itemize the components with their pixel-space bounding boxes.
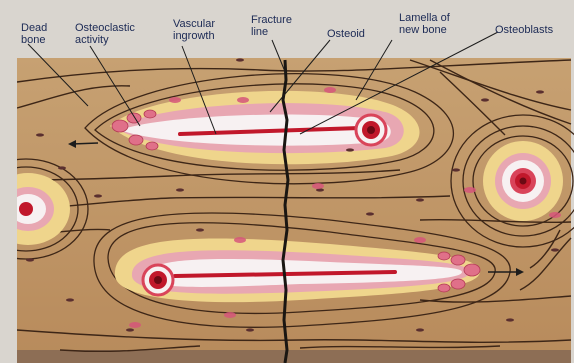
label-dead-bone: Dead bone: [21, 22, 47, 46]
label-osteoblasts-text: Osteoblasts: [495, 24, 553, 36]
left-margin: [0, 58, 17, 363]
label-vascular-ingrowth: Vascular ingrowth: [173, 18, 215, 42]
label-lamella-line1: Lamella of: [399, 12, 450, 24]
left-osteon-vessel: [19, 202, 33, 216]
label-lamella-line2: new bone: [399, 24, 450, 36]
label-osteoid-text: Osteoid: [327, 28, 365, 40]
label-fracture-line1: Fracture: [251, 14, 292, 26]
right-osteon-vessel-core: [520, 178, 527, 185]
label-dead-bone-line1: Dead: [21, 22, 47, 34]
label-osteoclastic-line2: activity: [75, 34, 135, 46]
label-fracture-line2: line: [251, 26, 292, 38]
label-osteoblasts: Osteoblasts: [495, 24, 553, 36]
lower-vessel-core: [154, 276, 162, 284]
label-osteoclastic-activity: Osteoclastic activity: [75, 22, 135, 46]
label-osteoclastic-line1: Osteoclastic: [75, 22, 135, 34]
label-dead-bone-line2: bone: [21, 34, 47, 46]
label-fracture-line: Fracture line: [251, 14, 292, 38]
label-vascular-line1: Vascular: [173, 18, 215, 30]
upper-vessel-core: [367, 126, 375, 134]
label-lamella-new-bone: Lamella of new bone: [399, 12, 450, 36]
label-vascular-line2: ingrowth: [173, 30, 215, 42]
label-osteoid: Osteoid: [327, 28, 365, 40]
